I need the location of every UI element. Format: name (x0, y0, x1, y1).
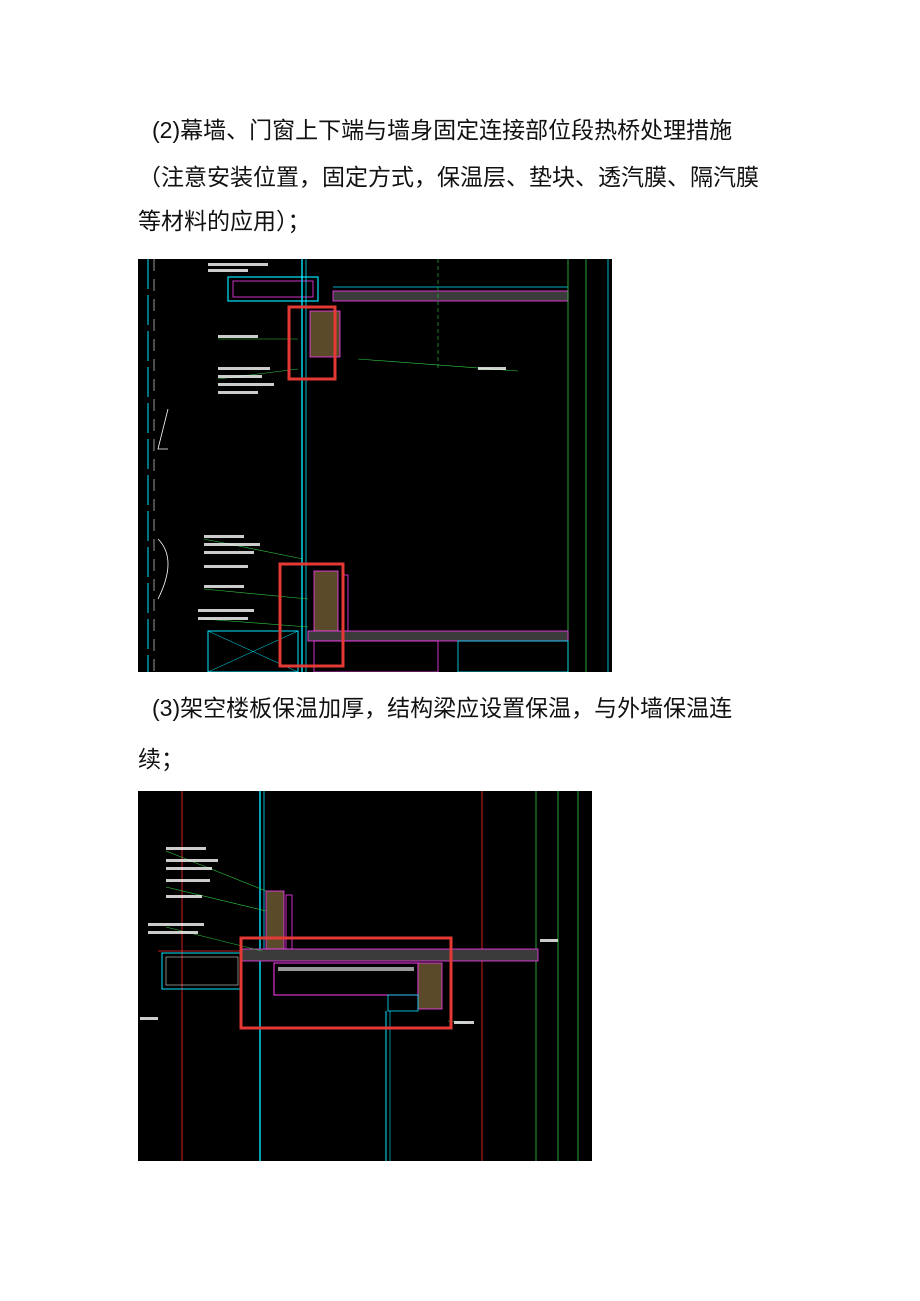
cad-beam-bottom (387, 994, 419, 1012)
cad-leader (165, 886, 267, 912)
cad-shape (157, 538, 169, 600)
section-3-number: (3) (152, 695, 181, 721)
section-2-heading: (2)幕墙、门窗上下端与墙身固定连接部位段热桥处理措施 (152, 108, 792, 153)
cad-label (204, 535, 244, 538)
cad-leader (165, 850, 267, 892)
cad-label (218, 367, 270, 370)
cad-label (218, 391, 258, 394)
section-3-title: 架空楼板保温加厚，结构梁应设置保温，与外墙保温连 (180, 696, 733, 722)
cad-label (540, 939, 558, 942)
section-2-title: 幕墙、门窗上下端与墙身固定连接部位段热桥处理措施 (180, 118, 733, 144)
section-2-note-line2: 等材料的应用）； (138, 209, 311, 235)
cad-label (218, 335, 258, 338)
cad-label (198, 609, 254, 612)
cad-label (208, 263, 268, 266)
section-3-title-cont: 续； (138, 747, 184, 773)
cad-label (478, 367, 506, 370)
cad-upper-frame (285, 894, 293, 950)
cad-top-slab (332, 290, 569, 302)
cad-beam-side (417, 962, 443, 1010)
cad-bottom-slab (307, 630, 569, 642)
cad-bottom-frame (207, 630, 299, 672)
cad-canopy (161, 952, 243, 990)
section-2-number: (2) (152, 117, 181, 143)
section-3-heading-cont: 续； (138, 738, 778, 782)
cad-bottom-beam (313, 640, 439, 672)
cad-label (166, 847, 206, 850)
cad-drawing-2 (140, 791, 579, 1161)
cad-floor-slab (241, 948, 539, 962)
cad-label (166, 895, 202, 898)
cad-label (204, 551, 254, 554)
cad-label (204, 585, 244, 588)
cad-label (204, 565, 248, 568)
cad-drawing-1 (147, 259, 609, 672)
cad-lower-insulation (313, 570, 339, 632)
section-2-note: （注意安装位置，固定方式，保温层、垫块、透汽膜、隔汽膜等材料的应用）； (138, 156, 778, 244)
cad-top-inner (232, 280, 314, 298)
cad-label (198, 617, 248, 620)
cad-label (166, 879, 210, 882)
cad-line (207, 630, 299, 672)
highlight-box-floor (239, 936, 453, 1030)
highlight-box-lower (278, 562, 345, 668)
cad-label (204, 543, 260, 546)
cad-label (148, 931, 198, 934)
cad-label (166, 859, 218, 862)
cad-top-frame (227, 276, 319, 302)
cad-leader (203, 538, 304, 560)
cad-label (218, 383, 274, 386)
cad-bottom-room (457, 640, 569, 672)
cad-label (208, 269, 248, 272)
cad-figure-wall-joint (138, 259, 612, 672)
cad-canopy-inner (165, 956, 239, 986)
cad-label (218, 375, 262, 378)
highlight-box-upper (287, 305, 337, 381)
section-3-heading: (3)架空楼板保温加厚，结构梁应设置保温，与外墙保温连 (152, 686, 792, 731)
cad-figure-floor-insulation (138, 791, 592, 1161)
cad-label (454, 1021, 474, 1024)
cad-beam-top (278, 967, 414, 971)
cad-shape (157, 408, 169, 450)
section-2-note-line1: （注意安装位置，固定方式，保温层、垫块、透汽膜、隔汽膜 (138, 165, 759, 191)
cad-leader (203, 618, 309, 628)
cad-leader (203, 588, 309, 600)
cad-upper-insulation (265, 890, 285, 950)
cad-label (148, 923, 204, 926)
cad-label (140, 1017, 158, 1020)
cad-label (166, 867, 212, 870)
